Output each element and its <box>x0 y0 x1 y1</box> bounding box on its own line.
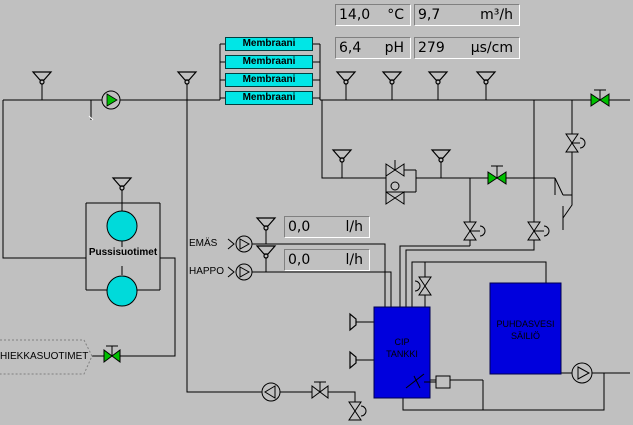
conductivity-value: 279 <box>418 40 445 56</box>
pumps <box>101 90 593 402</box>
return-line-valve-icon[interactable] <box>311 381 329 399</box>
bag-filter-upper[interactable] <box>106 210 138 242</box>
sand-filter-valve-open-icon[interactable] <box>103 345 121 363</box>
gauge-icon <box>335 71 357 85</box>
gauge-icon <box>331 149 353 163</box>
bag-filters <box>106 210 138 307</box>
gauge-icon <box>381 71 403 85</box>
ph-value: 6,4 <box>339 40 362 56</box>
conductivity-unit: µs/cm <box>470 40 513 56</box>
bypass-valve-lower-icon[interactable] <box>385 181 405 205</box>
temperature-unit: °C <box>387 7 404 23</box>
clean-water-tank-label-line2: SÄILIÖ <box>510 331 540 341</box>
cip-tank-label-line1: CIP <box>394 337 410 347</box>
temperature-value: 14,0 <box>339 7 371 23</box>
bag-filters-label: Pussisuotimet <box>87 247 159 258</box>
gauge-icon <box>427 71 449 85</box>
level-switch-icon[interactable] <box>405 373 451 389</box>
gauge-icon <box>176 71 198 85</box>
clean-water-tank-label: PUHDASVESI SÄILIÖ <box>490 318 561 342</box>
happo-flow-readout: 0,0 l/h <box>284 249 370 271</box>
valves <box>103 89 610 421</box>
conductivity-readout: 279 µs/cm <box>414 37 520 59</box>
header-valve-open-icon[interactable] <box>590 89 610 107</box>
happo-flow-unit: l/h <box>345 252 363 268</box>
sand-filters-label: HIEKKASUOTIMET <box>0 351 89 362</box>
gauge-icon <box>430 149 452 163</box>
return-pump-icon[interactable] <box>261 382 281 402</box>
emas-flow-unit: l/h <box>345 219 363 235</box>
emas-flow-readout: 0,0 l/h <box>284 216 370 238</box>
gauge-icon <box>475 71 497 85</box>
pressure-gauges <box>31 71 497 370</box>
happo-flow-value: 0,0 <box>288 252 311 268</box>
membrane-module-1[interactable]: Membraani <box>225 37 313 51</box>
clean-water-pump-icon[interactable] <box>571 362 593 384</box>
flow-readout: 9,7 m³/h <box>414 4 520 26</box>
cip-tank-label: CIP TANKKI <box>374 336 430 360</box>
cip-tank[interactable] <box>373 306 431 399</box>
emas-dosing-pump-icon[interactable] <box>227 235 253 253</box>
gauge-icon <box>349 312 357 332</box>
membrane-module-2[interactable]: Membraani <box>225 55 313 69</box>
drain-valve-icon[interactable] <box>348 401 367 421</box>
feed-pump-icon[interactable] <box>101 90 121 110</box>
ph-readout: 6,4 pH <box>335 37 411 59</box>
membrane-module-3[interactable]: Membraani <box>225 73 313 87</box>
gauge-icon <box>255 245 277 259</box>
sand-filter-tag <box>0 339 93 375</box>
bag-filter-lower[interactable] <box>106 275 138 307</box>
emas-flow-value: 0,0 <box>288 219 311 235</box>
ph-unit: pH <box>384 40 404 56</box>
vertical-valve-470-icon[interactable] <box>463 221 486 241</box>
gauge-icon <box>111 177 133 191</box>
cip-tank-label-line2: TANKKI <box>386 349 418 359</box>
bypass-valve-upper-icon[interactable] <box>385 160 405 177</box>
clean-water-tank[interactable] <box>489 282 562 375</box>
membrane-module-4[interactable]: Membraani <box>225 91 313 105</box>
clean-water-tank-label-line1: PUHDASVESI <box>496 319 555 329</box>
temperature-readout: 14,0 °C <box>335 4 411 26</box>
flow-unit: m³/h <box>480 7 513 23</box>
happo-dosing-pump-icon[interactable] <box>227 263 253 281</box>
emas-label: EMÄS <box>189 238 218 249</box>
vertical-valve-572-icon[interactable] <box>565 133 586 153</box>
gauge-icon <box>349 350 357 370</box>
gauge-icon <box>31 71 53 85</box>
cip-inlet-valve-icon[interactable] <box>414 276 432 296</box>
gauge-icon <box>255 217 277 231</box>
vertical-valve-534-icon[interactable] <box>527 221 550 241</box>
happo-label: HAPPO <box>189 266 225 277</box>
cip-branch-valve-open-icon[interactable] <box>487 165 507 185</box>
pipe-stub <box>88 115 94 121</box>
flow-value: 9,7 <box>418 7 441 23</box>
